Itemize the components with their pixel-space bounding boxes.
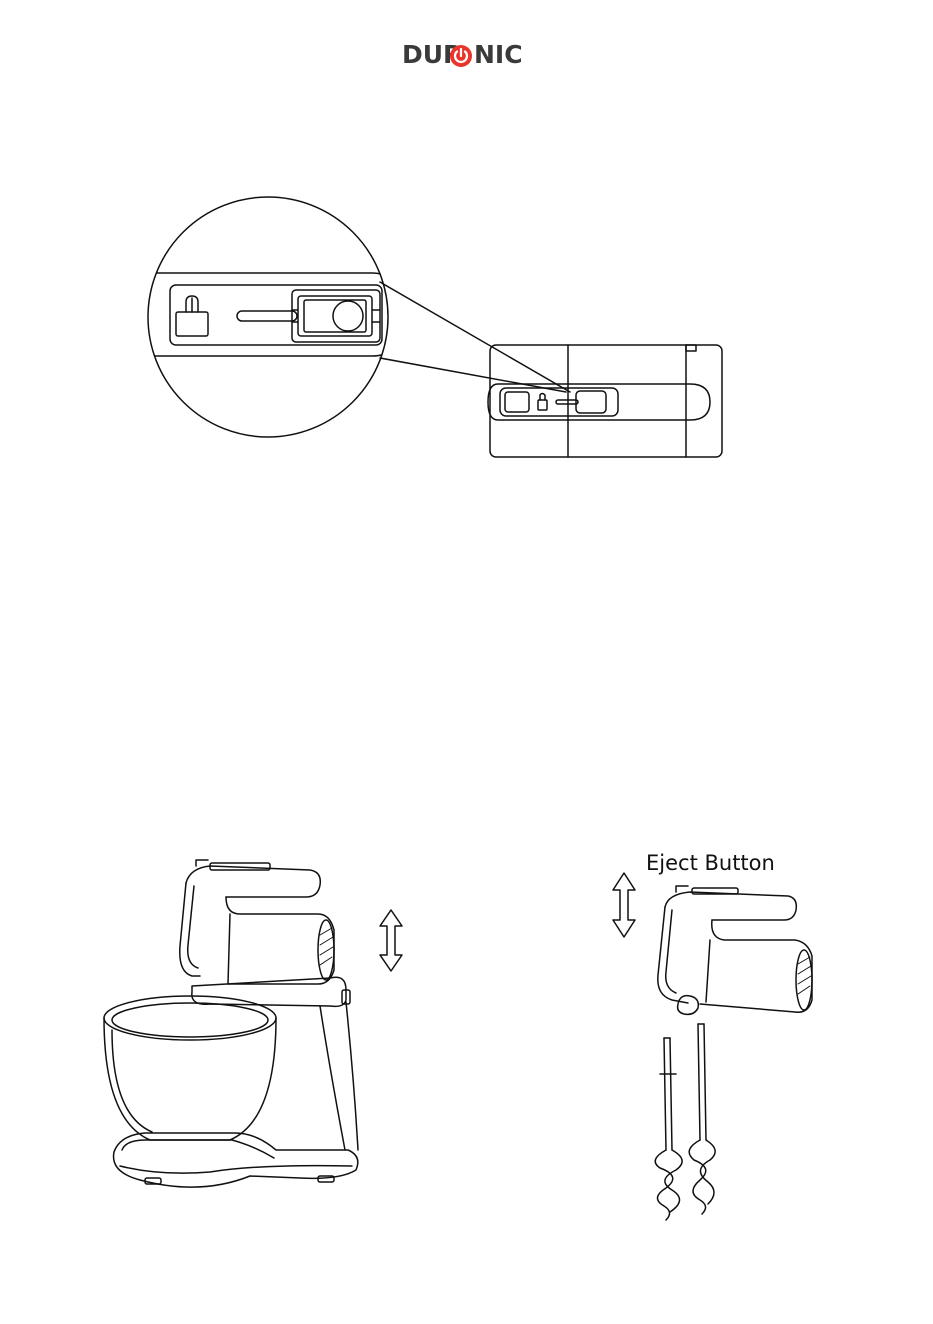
magnifier-circle — [148, 197, 388, 437]
hand-mixer-with-dough-hooks-illustration — [613, 873, 812, 1220]
stand-mixer-illustration — [104, 860, 402, 1187]
speed-knob — [333, 301, 363, 331]
speed-switch-closeup-illustration — [140, 197, 722, 457]
eject-button-label: Eject Button — [646, 849, 775, 877]
